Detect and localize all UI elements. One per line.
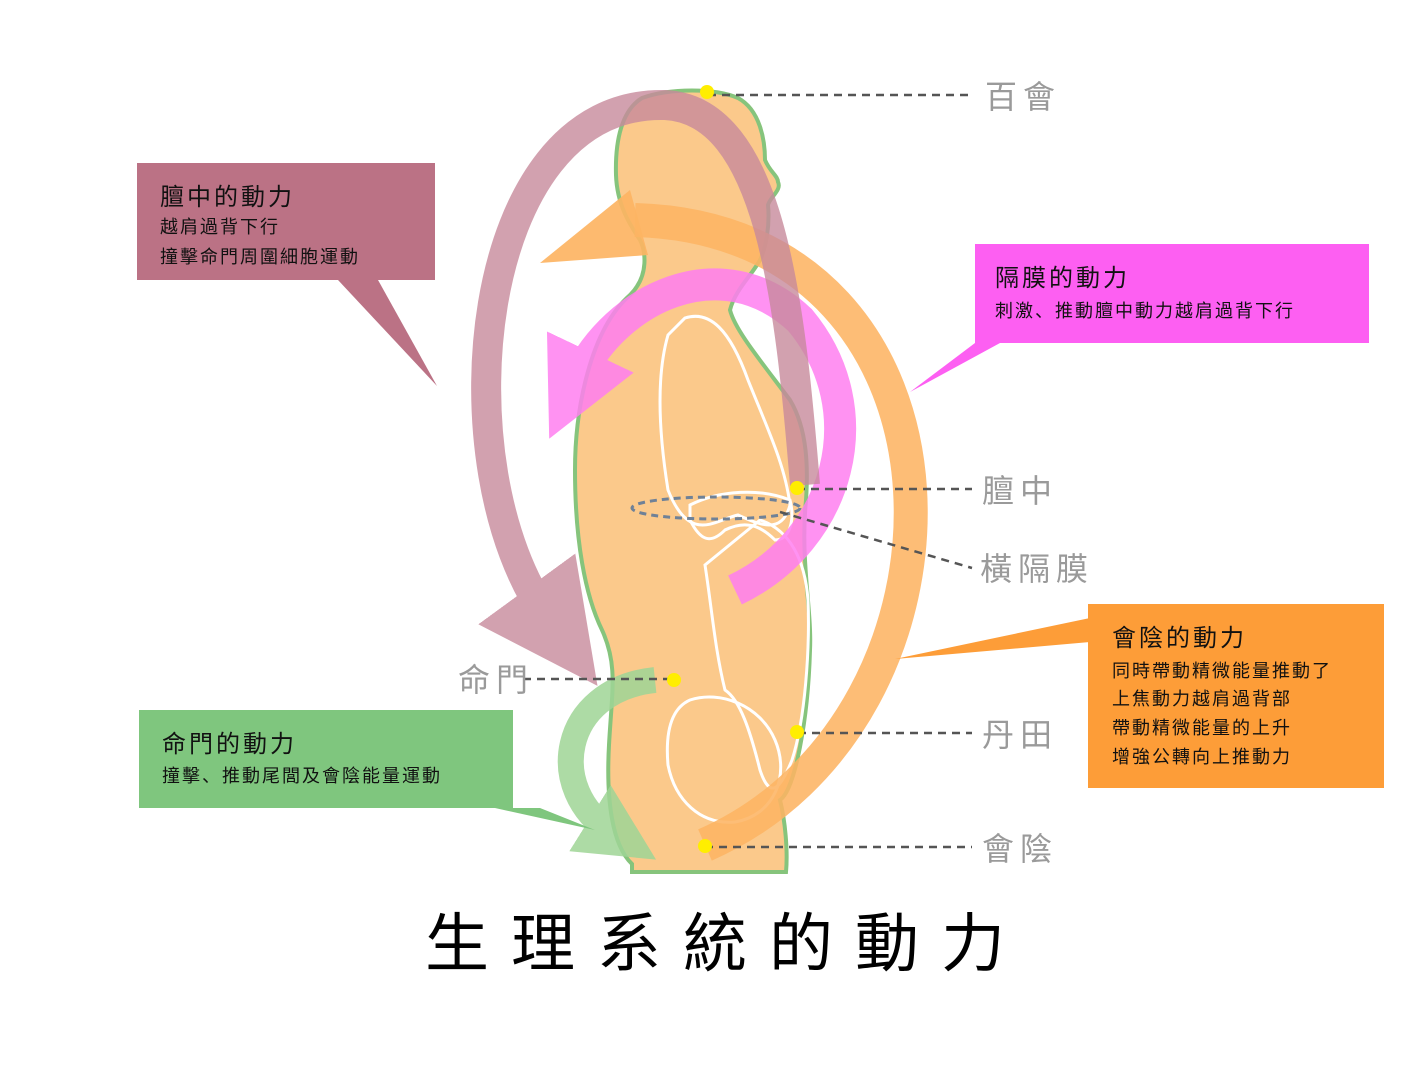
label-huiyin: 會陰	[982, 830, 1058, 868]
label-mingmen: 命門	[458, 661, 534, 699]
lung-outline	[658, 314, 792, 527]
baihui-dot	[700, 85, 714, 99]
tanzhong-dot	[790, 481, 804, 495]
callout-tanzhong-line-1: 越肩過背下行	[160, 217, 280, 238]
diagram-title: 生理系統的動力	[425, 908, 1027, 982]
mingmen-dot	[667, 673, 681, 687]
callout-diaphragm-line-1: 刺激、推動膻中動力越肩過背下行	[995, 301, 1295, 322]
diaphragm-leader	[779, 510, 973, 570]
callout-mingmen-line-1: 撞擊、推動尾閭及會陰能量運動	[162, 766, 442, 787]
dantian-dot	[790, 725, 804, 739]
callout-huiyin: 會陰的動力 同時帶動精微能量推動了 上焦動力越肩過背部 帶動精微能量的上升 增強…	[895, 604, 1384, 788]
diaphragm-ring	[630, 495, 802, 521]
tanzhong-arrow	[471, 89, 820, 686]
callout-huiyin-title: 會陰的動力	[1112, 624, 1247, 652]
label-diaphragm: 橫隔膜	[980, 550, 1094, 588]
callout-tanzhong-title: 膻中的動力	[160, 183, 295, 211]
label-baihui: 百會	[985, 78, 1061, 116]
callout-diaphragm-title: 隔膜的動力	[995, 264, 1130, 292]
callout-mingmen-title: 命門的動力	[162, 730, 297, 758]
callout-huiyin-line-1: 同時帶動精微能量推動了	[1112, 661, 1332, 682]
callout-mingmen: 命門的動力 撞擊、推動尾閭及會陰能量運動	[139, 710, 595, 830]
mingmen-arrow	[557, 667, 657, 860]
acupoint-dots	[667, 85, 804, 853]
callout-tanzhong-line-2: 撞擊命門周圍細胞運動	[160, 247, 360, 268]
callout-huiyin-line-2: 上焦動力越肩過背部	[1112, 689, 1292, 710]
callout-tanzhong: 膻中的動力 越肩過背下行 撞擊命門周圍細胞運動	[137, 163, 437, 386]
callout-diaphragm: 隔膜的動力 刺激、推動膻中動力越肩過背下行	[910, 244, 1369, 392]
label-tanzhong: 膻中	[982, 472, 1058, 510]
huiyin-dot	[698, 839, 712, 853]
huiyin-arrow-head	[540, 190, 648, 263]
callout-huiyin-line-4: 增強公轉向上推動力	[1112, 747, 1292, 768]
diaphragm-outline	[688, 490, 794, 542]
callout-huiyin-line-3: 帶動精微能量的上升	[1112, 718, 1292, 739]
label-dantian: 丹田	[982, 716, 1058, 754]
